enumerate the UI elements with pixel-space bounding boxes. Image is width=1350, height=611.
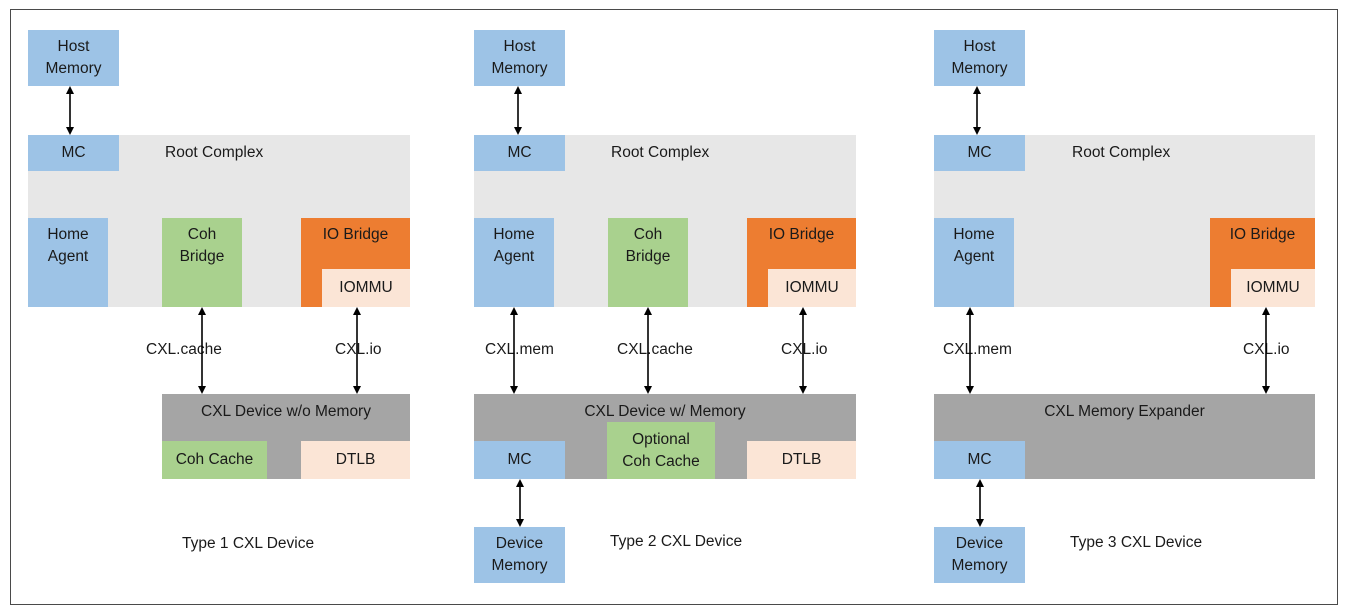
dtlb-box: DTLB — [301, 441, 410, 479]
host-memory-box: Host Memory — [934, 30, 1025, 86]
host-memory-box: Host Memory — [474, 30, 565, 86]
mc-box: MC — [474, 135, 565, 171]
home-agent-box: Home Agent — [474, 218, 554, 307]
cxl-device-box: CXL Memory Expander — [934, 394, 1315, 479]
iommu-box: IOMMU — [1231, 269, 1315, 307]
root-complex-label: Root Complex — [611, 144, 710, 161]
diagram-frame — [10, 9, 1338, 605]
device-memory-box: Device Memory — [474, 527, 565, 583]
optional-coh-cache-box: Optional Coh Cache — [607, 422, 715, 479]
mc-box: MC — [934, 135, 1025, 171]
iommu-box: IOMMU — [768, 269, 856, 307]
type2-caption: Type 2 CXL Device — [610, 533, 743, 550]
cxl-cache-label: CXL.cache — [617, 341, 693, 358]
type3-caption: Type 3 CXL Device — [1070, 534, 1203, 551]
device-memory-box: Device Memory — [934, 527, 1025, 583]
coh-bridge-box: Coh Bridge — [608, 218, 688, 307]
cxl-mem-label: CXL.mem — [943, 341, 1012, 358]
mc-box: MC — [28, 135, 119, 171]
coh-bridge-box: Coh Bridge — [162, 218, 242, 307]
root-complex-label: Root Complex — [1072, 144, 1171, 161]
type1-caption: Type 1 CXL Device — [182, 535, 315, 552]
device-mc-box: MC — [934, 441, 1025, 479]
root-complex-label: Root Complex — [165, 144, 264, 161]
iommu-box: IOMMU — [322, 269, 410, 307]
dtlb-box: DTLB — [747, 441, 856, 479]
home-agent-box: Home Agent — [28, 218, 108, 307]
coh-cache-box: Coh Cache — [162, 441, 267, 479]
home-agent-box: Home Agent — [934, 218, 1014, 307]
device-mc-box: MC — [474, 441, 565, 479]
host-memory-box: Host Memory — [28, 30, 119, 86]
cxl-mem-label: CXL.mem — [485, 341, 554, 358]
